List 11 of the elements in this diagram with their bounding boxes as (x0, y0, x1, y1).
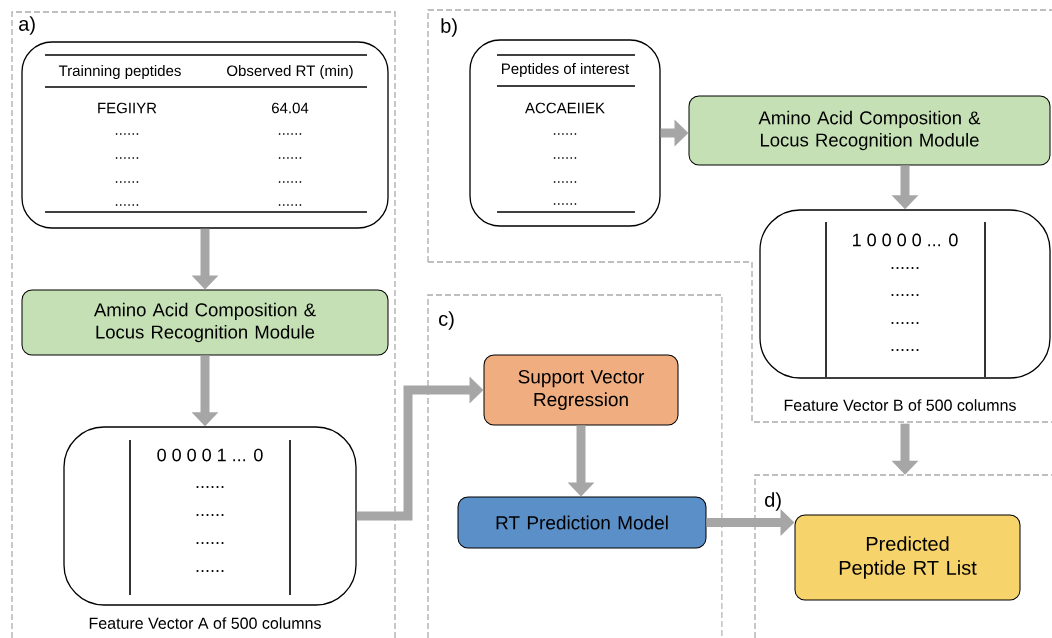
vector-box: 0 0 0 0 1 ... 0 ...... ...... ...... ...... (63, 426, 357, 606)
table-box: Trainning peptides Observed RT (min) FEGIIYR 64.04 ...... ...... ...... ...... ...... ...... ...... ...... (21, 41, 389, 229)
module-box: Amino Acid Composition & Locus Recognition Module (688, 95, 1051, 166)
node-label: Feature Vector B of 500 columns (784, 399, 1016, 411)
node-label: Feature Vector A of 500 columns (89, 617, 321, 629)
module-box: Amino Acid Composition & Locus Recognition Module (21, 289, 389, 356)
vector-box: 1 0 0 0 0 ... 0 ...... ...... ...... ...... (759, 209, 1051, 379)
process-box: Support Vector Regression (483, 354, 679, 426)
output-box: Predicted Peptide RT List (794, 514, 1021, 601)
table-box: Peptides of interest ACCAEIIEK ...... ...... ...... ...... (469, 39, 661, 227)
process-box: RT Prediction Model (457, 496, 707, 549)
